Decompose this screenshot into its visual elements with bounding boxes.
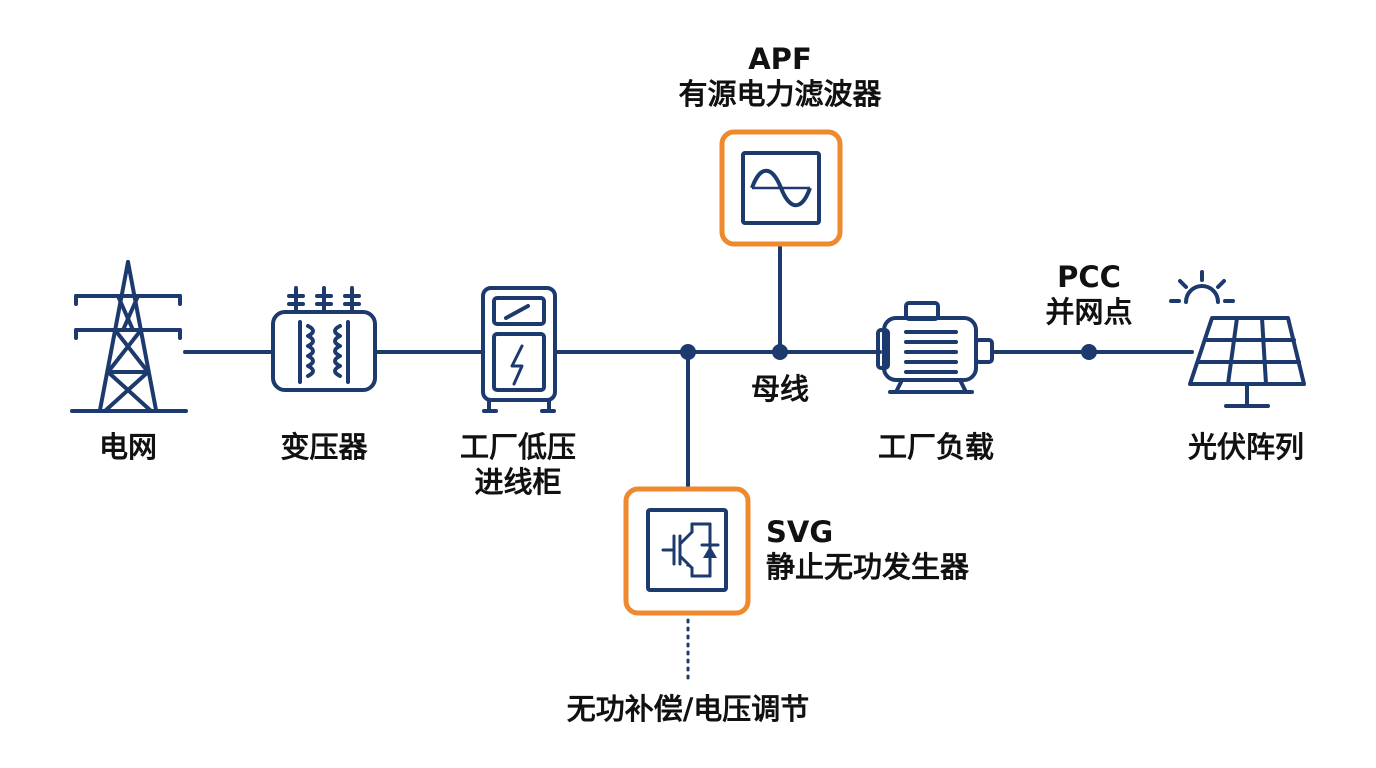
svg-function-label: 无功补偿/电压调节 <box>566 692 810 726</box>
pcc-label-line1: PCC <box>1057 260 1121 294</box>
busbar-label: 母线 <box>750 372 810 406</box>
apf-label-line2: 有源电力滤波器 <box>678 76 882 111</box>
busbar-junction-dot <box>772 344 788 360</box>
transformer-label: 变压器 <box>280 430 368 464</box>
svg-label: SVG 静止无功发生器 <box>766 515 969 585</box>
svg-device-icon <box>623 486 751 616</box>
cabinet-icon <box>481 286 557 413</box>
svg-label-line2: 静止无功发生器 <box>766 549 970 584</box>
factory-load-label: 工厂负载 <box>877 430 995 464</box>
cabinet-label: 工厂低压 进线柜 <box>460 430 576 500</box>
pcc-junction-dot <box>1081 344 1097 360</box>
grid-label: 电网 <box>98 430 158 464</box>
pcc-label-line2: 并网点 <box>1045 294 1133 329</box>
pv-array-label: 光伏阵列 <box>1187 430 1305 464</box>
cabinet-label-line2: 进线柜 <box>474 464 562 499</box>
solar-panel-icon <box>1169 270 1306 408</box>
svg-label-line1: SVG <box>766 515 834 549</box>
transmission-tower-icon <box>70 260 188 413</box>
cabinet-label-line1: 工厂低压 <box>459 430 577 464</box>
transformer-icon <box>271 286 377 392</box>
motor-icon <box>876 301 994 394</box>
svg-junction-dot <box>680 344 696 360</box>
pcc-label: PCC 并网点 <box>1045 260 1132 330</box>
apf-device-icon <box>719 129 843 247</box>
apf-label-line1: APF <box>748 42 812 76</box>
apf-label: APF 有源电力滤波器 <box>678 42 881 112</box>
